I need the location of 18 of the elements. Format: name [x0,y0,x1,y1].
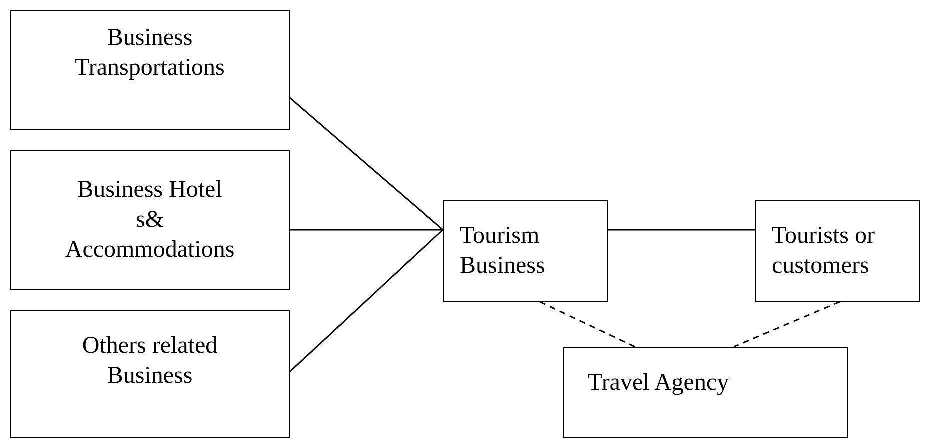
process-box [443,200,608,302]
dashed-connector-line [734,301,840,348]
box-label: Business Transportations [74,24,226,83]
box-label: Travel Agency [588,369,730,398]
process-box [10,150,290,290]
connector-line [290,97,444,231]
box-label: Others related Business [81,332,219,391]
process-box [10,10,290,130]
connector-line [290,229,444,372]
dashed-connector-line [540,301,636,348]
box-label: Tourism Business [460,222,546,281]
process-box [563,347,848,438]
connector-line [608,229,755,231]
process-box [10,310,290,438]
box-label: Tourists or customers [772,222,876,281]
box-label: Business Hotel s& Accommodations [65,176,235,265]
process-box [755,200,920,302]
connector-line [290,229,443,231]
